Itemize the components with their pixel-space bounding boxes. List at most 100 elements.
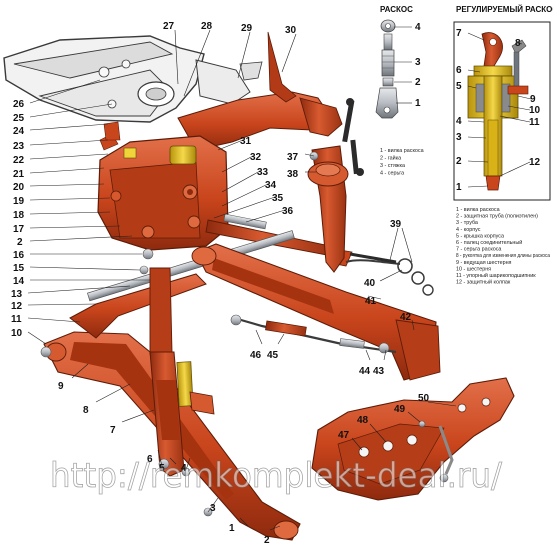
reg-legend-item: 12 - защитный колпак — [456, 279, 511, 286]
callout-label: 17 — [13, 224, 25, 235]
callout-label: 50 — [418, 393, 430, 404]
raskos-legend-item: 4 - серьга — [380, 171, 404, 177]
raskos-legend-item: 2 - гайка — [380, 155, 401, 162]
callout-label: 18 — [13, 210, 25, 221]
callout-label: 44 — [359, 366, 371, 377]
callout-label: 37 — [287, 152, 299, 163]
reg-callout-label: 8 — [515, 38, 521, 49]
reg-callout-label: 9 — [530, 94, 536, 105]
reg-callout-label: 6 — [456, 65, 462, 76]
reg-legend-item: 5 - крышка корпуса — [456, 233, 504, 239]
callout-label: 24 — [13, 126, 25, 137]
reg-raskos-figure — [467, 32, 532, 191]
inset-raskos — [374, 4, 452, 204]
reg-callout-label: 10 — [529, 105, 541, 116]
right-lower-link — [191, 243, 441, 381]
callout-label: 29 — [241, 23, 253, 34]
callout-label: 11 — [11, 314, 22, 325]
callout-label: 19 — [13, 196, 25, 207]
callout-label: 46 — [250, 350, 262, 361]
callout-label: 38 — [287, 169, 299, 180]
callout-label: 10 — [11, 328, 23, 339]
callout-label: 35 — [272, 193, 284, 204]
callout-label: 48 — [357, 415, 369, 426]
callout-label: 20 — [13, 182, 25, 193]
callout-label: 41 — [365, 296, 377, 307]
reg-callout-label: 4 — [456, 116, 462, 127]
callout-label: 32 — [250, 152, 262, 163]
callout-label: 28 — [201, 21, 213, 32]
left-upper-arm — [69, 267, 207, 355]
cross-shaft — [87, 230, 295, 302]
callout-label: 45 — [267, 350, 279, 361]
callout-label: 40 — [364, 278, 376, 289]
callout-label: 34 — [265, 180, 277, 191]
reg-callout-label: 7 — [456, 28, 462, 39]
callout-label: 9 — [58, 381, 64, 392]
callout-label: 26 — [13, 99, 25, 110]
reg-legend-item: 3 - труба — [456, 220, 478, 226]
reg-legend-item: 11 - упорный шарикоподшипник — [456, 272, 536, 279]
raskos-legend-item: 3 - стяжка — [380, 163, 405, 169]
upper-rocker — [177, 31, 355, 151]
callout-label: 13 — [11, 289, 23, 300]
reg-legend-item: 9 - ведущая шестерня — [456, 260, 512, 266]
callout-label: 3 — [210, 503, 216, 514]
stabilizer-chains — [230, 252, 434, 354]
reg-legend-item: 4 - корпус — [456, 227, 481, 233]
lift-housing — [97, 121, 229, 251]
reg-legend-item: 1 - вилка раскоса — [456, 207, 500, 213]
callout-label: 14 — [13, 276, 25, 287]
reg-legend-item: 7 - серьга раскоса — [456, 247, 501, 253]
reg-callout-label: 5 — [456, 81, 462, 92]
reg-legend-item: 8 - рукоятка для изменения длины раскоса — [456, 253, 550, 259]
reg-callout-label: 2 — [456, 156, 462, 167]
drawbar-bracket — [311, 377, 515, 501]
callout-label: 21 — [13, 169, 25, 180]
callout-label: 30 — [285, 25, 297, 36]
reg-legend-item: 2 - защитная труба (полиэтилен) — [456, 214, 538, 220]
reg-legend-item: 10 - шестерня — [456, 266, 491, 272]
reg-callout-label: 11 — [529, 117, 540, 128]
callout-label: 31 — [240, 136, 252, 147]
reg-legend-item: 6 - палец соединительный — [456, 239, 522, 246]
inset-raskos-title: РАСКОС — [380, 5, 413, 14]
right-lift-rod — [307, 139, 364, 273]
callout-label: 42 — [400, 312, 412, 323]
callout-label: 39 — [390, 219, 402, 230]
callout-label: 22 — [13, 155, 25, 166]
callout-label: 2 — [264, 535, 270, 545]
callout-label: 47 — [338, 430, 350, 441]
reg-callout-label: 3 — [456, 132, 462, 143]
pivot-bolts — [40, 248, 154, 358]
raskos-figure — [375, 19, 412, 119]
main-assembly — [3, 29, 515, 541]
callout-label: 2 — [17, 237, 23, 248]
reg-callout-label: 12 — [529, 157, 541, 168]
raskos-callout-label: 3 — [415, 57, 421, 68]
callout-label: 43 — [373, 366, 385, 377]
callout-label: 7 — [110, 425, 116, 436]
callout-label: 36 — [282, 206, 294, 217]
callout-label: 25 — [13, 113, 25, 124]
watermark-text: http://remkomplekt-deal.ru/ — [50, 456, 503, 496]
callout-label: 5 — [159, 463, 165, 474]
raskos-callout-label: 1 — [415, 98, 421, 109]
callout-label: 27 — [163, 21, 175, 32]
reg-callout-label: 1 — [456, 182, 462, 193]
callout-label: 12 — [11, 301, 23, 312]
callout-label: 49 — [394, 404, 406, 415]
inset-reg — [453, 21, 551, 201]
inset-reg-title: РЕГУЛИРУЕМЫЙ РАСКОС — [456, 5, 553, 14]
left-lift-rod — [149, 351, 215, 517]
raskos-legend-item: 1 - вилка раскоса — [380, 148, 424, 154]
raskos-callout-label: 4 — [415, 22, 421, 33]
callout-label: 16 — [13, 250, 25, 261]
